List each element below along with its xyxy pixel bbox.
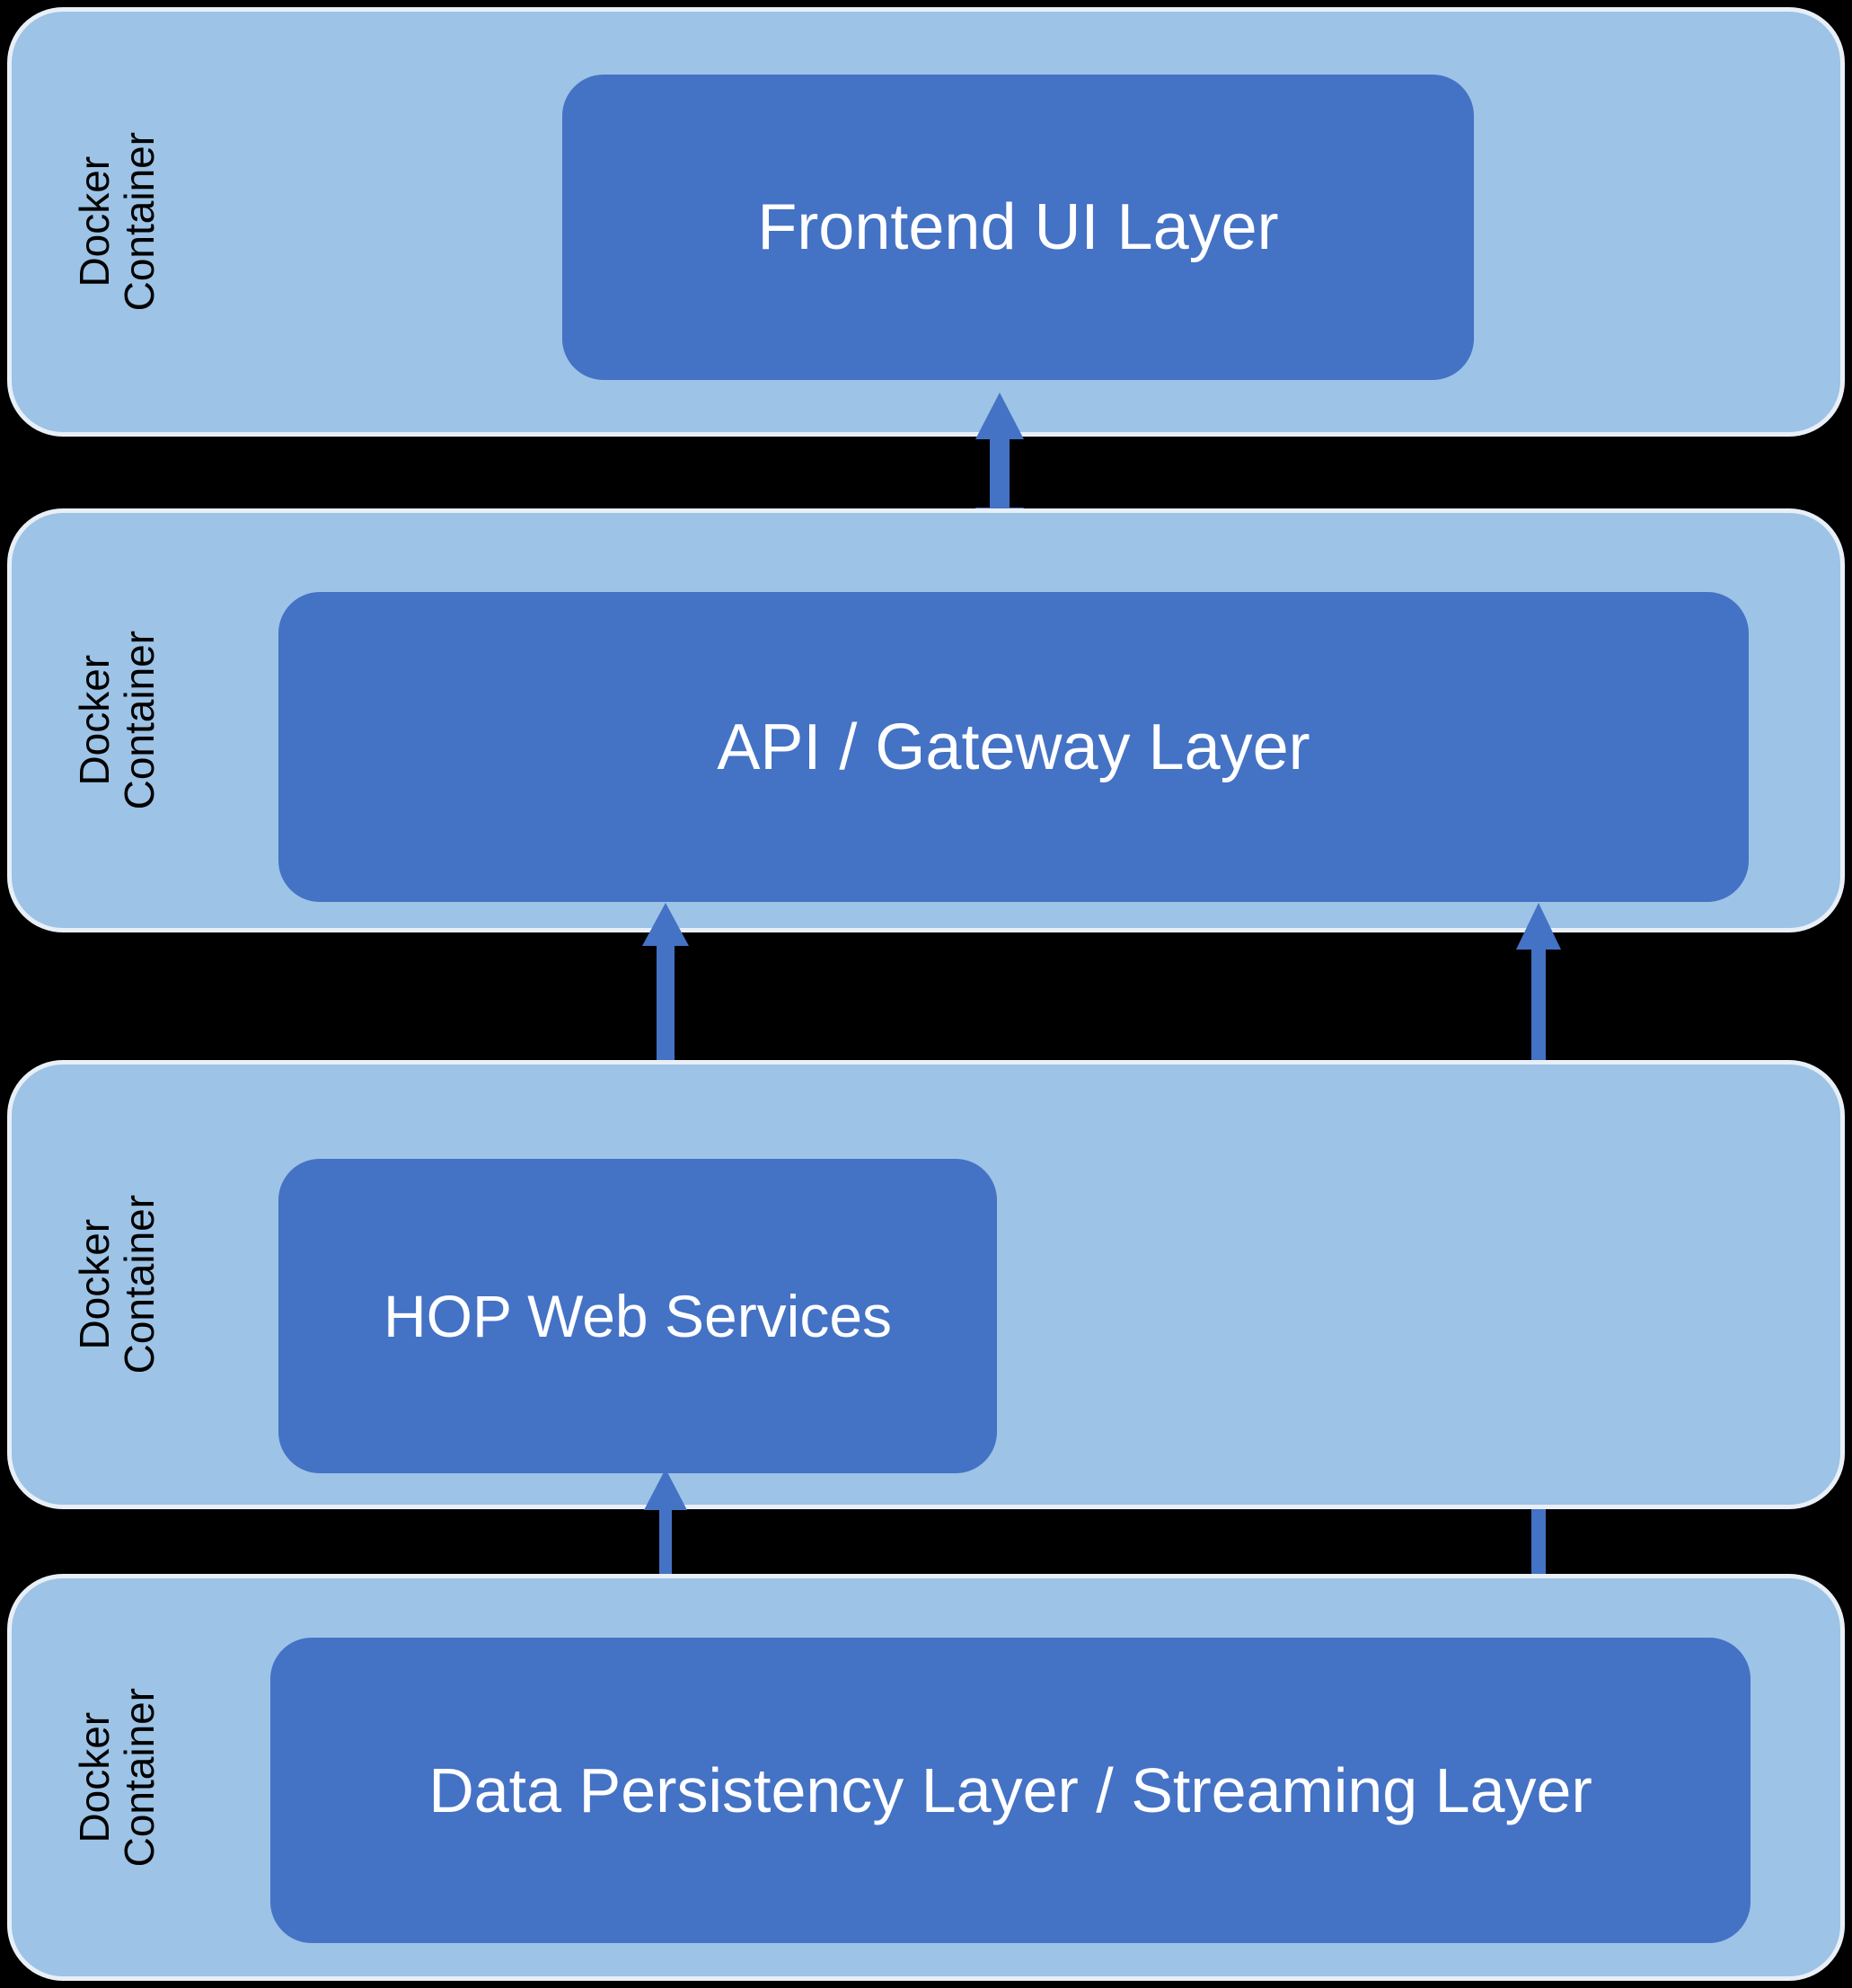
hop-web-services-box[interactable]: HOP Web Services <box>278 1159 997 1473</box>
arrowhead-up <box>975 393 1024 439</box>
docker-container-2: Docker Container API / Gateway Layer <box>7 508 1845 932</box>
docker-container-label-2: Docker Container <box>71 631 163 810</box>
docker-container-label-3: Docker Container <box>71 1195 163 1374</box>
data-persistency-streaming-layer-box[interactable]: Data Persistency Layer / Streaming Layer <box>270 1638 1751 1943</box>
arrowhead-up <box>644 1469 687 1510</box>
api-gateway-layer-box[interactable]: API / Gateway Layer <box>278 592 1749 902</box>
docker-container-label-1: Docker Container <box>71 132 163 312</box>
arrowhead-up <box>1516 903 1561 950</box>
docker-container-label-4: Docker Container <box>71 1687 163 1868</box>
frontend-ui-layer-box[interactable]: Frontend UI Layer <box>562 75 1474 380</box>
docker-container-4: Docker Container Data Persistency Layer … <box>7 1574 1845 1981</box>
arrowhead-up <box>642 903 689 946</box>
arrow-shaft <box>990 436 1010 513</box>
docker-container-3: Docker Container HOP Web Services <box>7 1060 1845 1509</box>
docker-container-1: Docker Container Frontend UI Layer <box>7 7 1845 437</box>
